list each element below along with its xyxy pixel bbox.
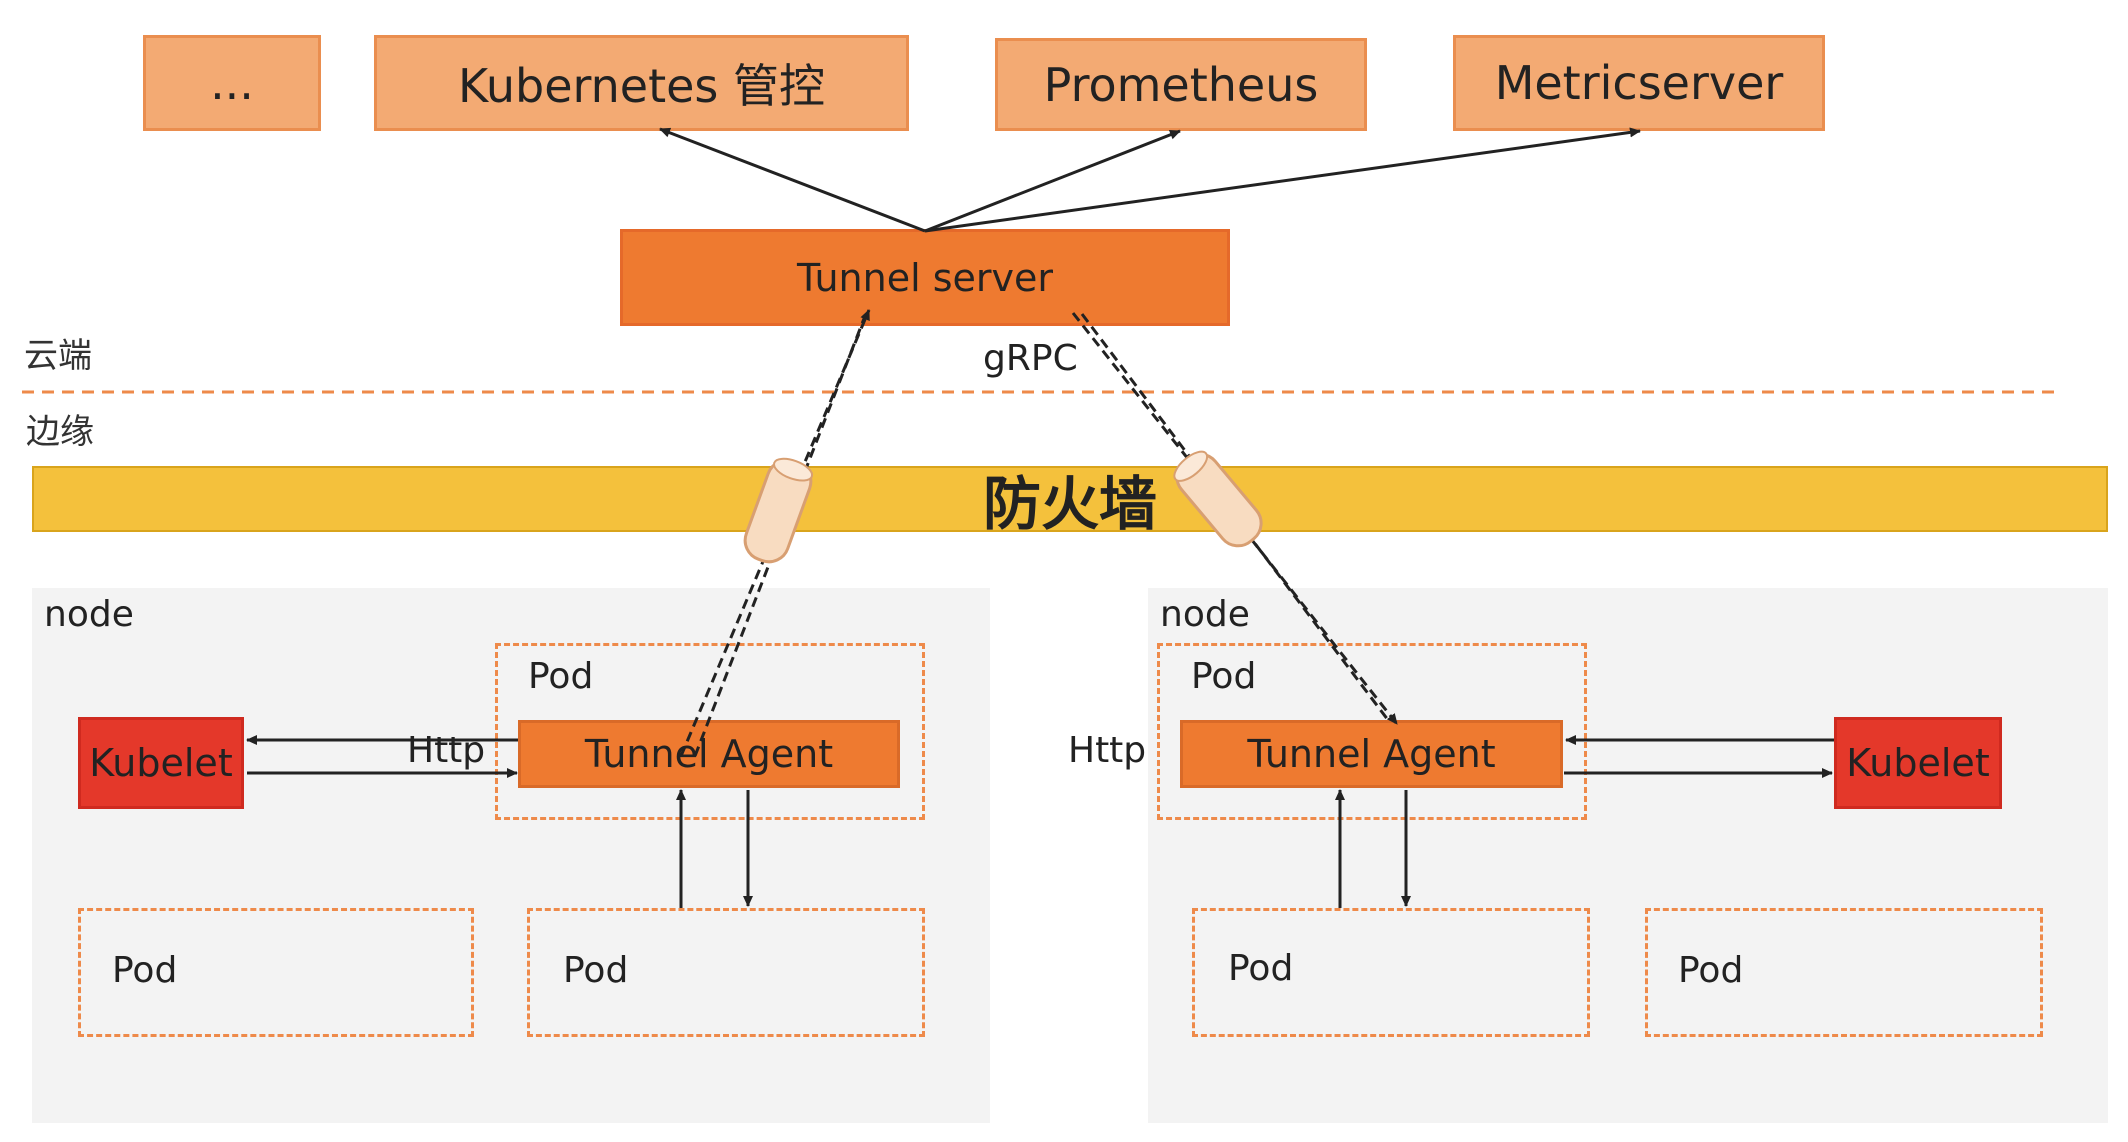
- pod-label: Pod: [1678, 950, 1744, 991]
- zone-label-edge: 边缘: [26, 412, 94, 452]
- pod-box-left-2: [527, 908, 925, 1037]
- pod-label: Pod: [1228, 948, 1294, 989]
- grpc-tunnel-right-2: [1080, 313, 1390, 721]
- service-box-metricserver: Metricserver: [1453, 35, 1825, 131]
- service-label: Prometheus: [1043, 57, 1319, 112]
- service-box-more: ...: [143, 35, 321, 131]
- agent-pod-left: [495, 643, 925, 820]
- service-label: ...: [210, 56, 254, 110]
- tunnel-capsule-right: [1173, 450, 1263, 548]
- firewall-label: 防火墙: [982, 470, 1157, 538]
- pod-label: Pod: [563, 950, 629, 991]
- arrow-to-metricserver: [924, 127, 1641, 233]
- tunnel-server-label: Tunnel server: [797, 255, 1053, 300]
- arrow-to-prometheus: [924, 129, 1181, 233]
- service-label: Metricserver: [1494, 56, 1784, 110]
- service-box-kubernetes: Kubernetes 管控: [374, 35, 909, 131]
- grpc-label: gRPC: [983, 338, 1078, 379]
- tunnel-agent-right: Tunnel Agent: [1180, 720, 1563, 788]
- kubelet-left: Kubelet: [78, 717, 244, 809]
- grpc-tunnel-left-2: [693, 315, 867, 757]
- http-label-right: Http: [1068, 730, 1147, 771]
- agent-pod-label-right: Pod: [1191, 656, 1257, 697]
- pod-label: Pod: [112, 950, 178, 991]
- node-label-left: node: [44, 594, 134, 635]
- arrow-to-kubernetes: [659, 127, 926, 233]
- pod-box-right-1: [1192, 908, 1590, 1037]
- pod-box-right-2: [1645, 908, 2043, 1037]
- service-label: Kubernetes 管控: [457, 59, 825, 113]
- tunnel-server-box: Tunnel server: [620, 229, 1230, 326]
- node-panel-left: [32, 588, 990, 1123]
- zone-label-cloud: 云端: [24, 336, 92, 376]
- tunnel-capsule-left: [743, 457, 814, 564]
- node-panel-right: [1148, 588, 2108, 1123]
- tunnel-agent-label: Tunnel Agent: [1247, 732, 1496, 776]
- node-label-right: node: [1160, 594, 1250, 635]
- agent-pod-right: [1157, 643, 1587, 820]
- service-box-prometheus: Prometheus: [995, 38, 1367, 131]
- tunnel-agent-label: Tunnel Agent: [584, 732, 834, 776]
- http-label-left: Http: [407, 730, 486, 771]
- agent-pod-label-left: Pod: [528, 656, 594, 697]
- pod-box-left-1: [78, 908, 474, 1037]
- kubelet-label: Kubelet: [1846, 741, 1990, 785]
- firewall-bar: 防火墙: [32, 466, 2108, 538]
- kubelet-label: Kubelet: [89, 741, 233, 785]
- tunnel-agent-left: Tunnel Agent: [518, 720, 900, 788]
- kubelet-right: Kubelet: [1834, 717, 2002, 809]
